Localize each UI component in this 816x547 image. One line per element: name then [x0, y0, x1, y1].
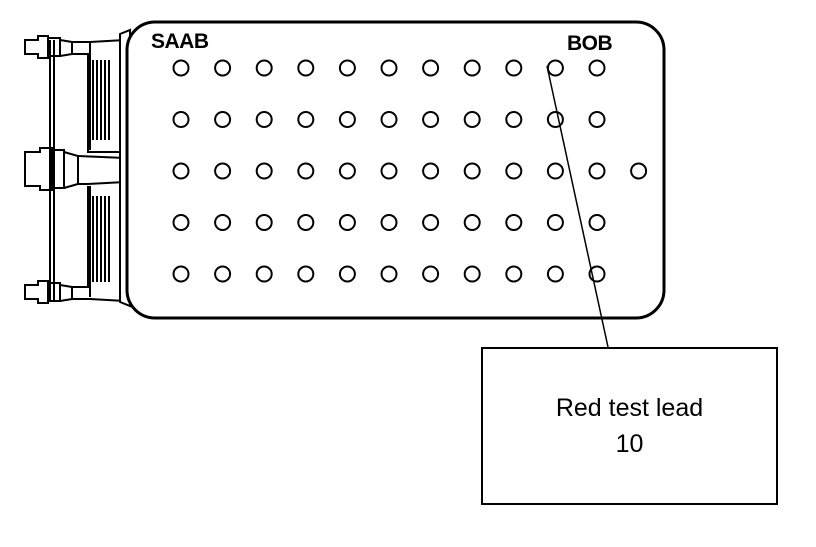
test-pin	[255, 214, 273, 231]
test-pin	[380, 162, 398, 180]
test-pin	[422, 59, 440, 77]
test-pin	[422, 214, 440, 231]
test-pin	[297, 265, 315, 283]
test-pin	[255, 162, 273, 180]
test-pin	[463, 111, 481, 128]
brand-label-bob: BOB	[567, 32, 613, 55]
upper-ribbon-cable	[71, 39, 126, 159]
test-pin	[588, 214, 606, 231]
test-pin	[588, 111, 606, 128]
test-pin	[255, 59, 273, 77]
test-pin	[214, 162, 232, 180]
test-pin	[172, 59, 190, 77]
test-pin	[338, 265, 356, 283]
test-pin	[505, 214, 523, 231]
callout-box: Red test lead 10	[481, 347, 778, 505]
test-pin	[588, 162, 606, 180]
test-pin	[214, 214, 232, 231]
test-pin	[338, 214, 356, 231]
test-pin	[297, 111, 315, 128]
test-pin	[172, 265, 190, 283]
brand-label-saab: SAAB	[151, 30, 209, 53]
test-pin	[172, 214, 190, 231]
test-pin	[546, 111, 564, 128]
test-pin	[505, 111, 523, 128]
test-pin	[463, 59, 481, 77]
test-pin	[630, 162, 648, 180]
test-pin	[255, 265, 273, 283]
test-pin	[422, 265, 440, 283]
test-pin	[172, 111, 190, 128]
bottom-plug-icon	[24, 280, 73, 304]
test-pin	[422, 111, 440, 128]
test-pin	[380, 214, 398, 231]
test-pin	[338, 59, 356, 77]
test-pin	[214, 265, 232, 283]
lower-ribbon-cable	[72, 181, 126, 302]
callout-line-1: Red test lead	[555, 394, 704, 422]
test-pin	[380, 59, 398, 77]
test-pin	[297, 59, 315, 77]
test-pin	[380, 111, 398, 128]
test-pin	[297, 162, 315, 180]
callout-line-2: 10	[615, 430, 644, 458]
highlighted-test-pin	[546, 59, 564, 77]
test-pin	[588, 59, 606, 77]
test-pin	[505, 265, 523, 283]
test-pin	[422, 162, 440, 180]
test-pin	[297, 214, 315, 231]
leader-line	[546, 65, 609, 348]
pin-grid	[172, 59, 648, 283]
test-pin	[546, 265, 564, 283]
test-pin	[172, 162, 190, 180]
test-pin	[463, 214, 481, 231]
test-pin	[214, 59, 232, 77]
test-pin	[255, 111, 273, 128]
test-pin	[338, 111, 356, 128]
test-pin	[463, 162, 481, 180]
test-pin	[338, 162, 356, 180]
test-pin	[505, 162, 523, 180]
test-pin	[380, 265, 398, 283]
test-pin	[546, 162, 564, 180]
middle-plug-icon	[24, 147, 79, 191]
test-pin	[546, 214, 564, 231]
test-pin	[505, 59, 523, 77]
cable-connectors	[24, 28, 131, 308]
test-pin	[463, 265, 481, 283]
top-plug-icon	[24, 35, 73, 59]
test-pin	[214, 111, 232, 128]
